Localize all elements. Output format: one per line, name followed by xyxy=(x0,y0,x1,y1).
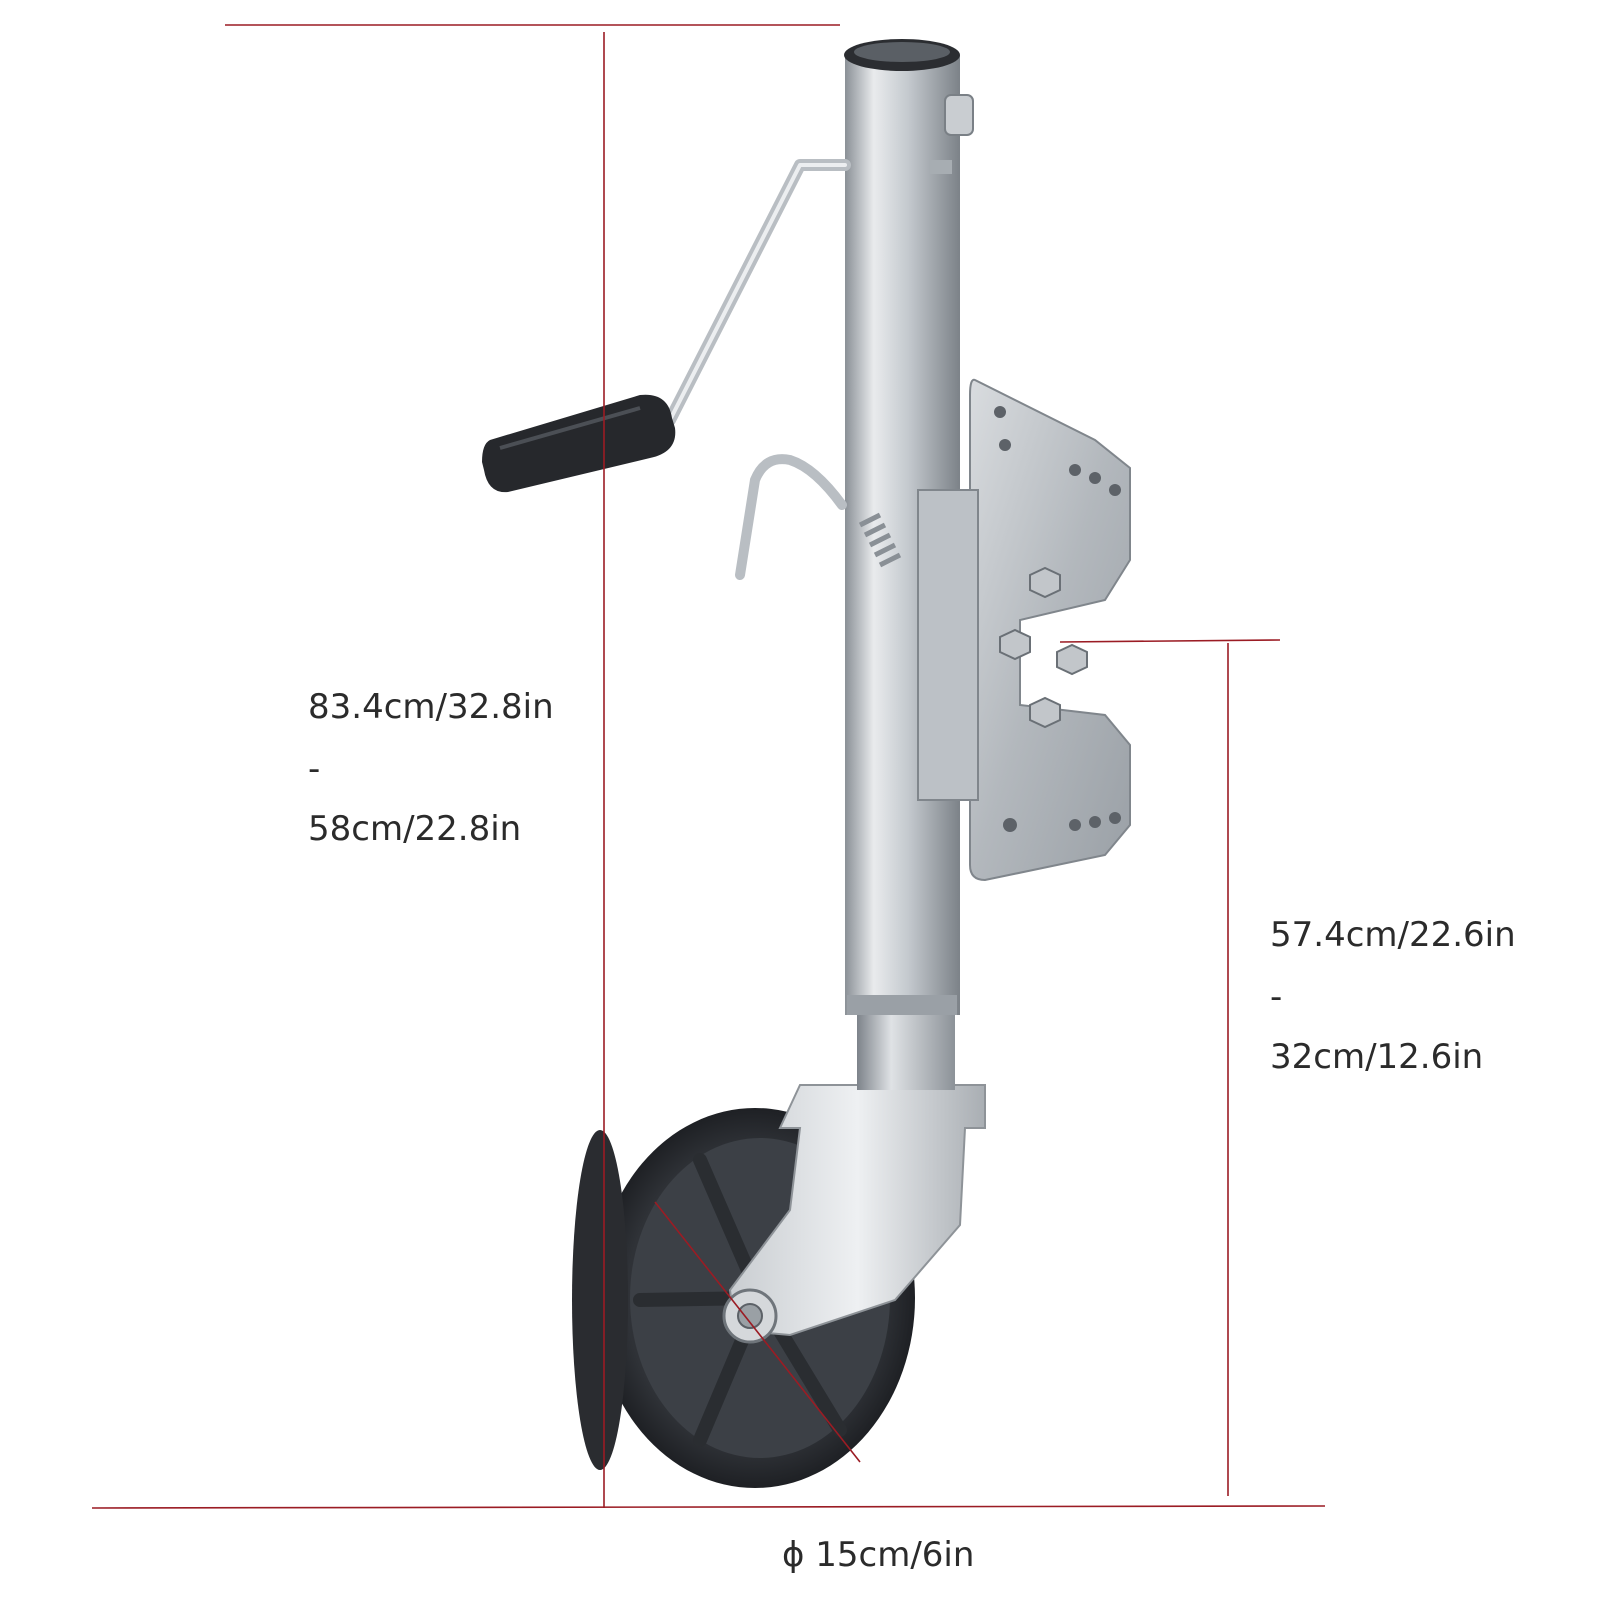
mount-reference-line xyxy=(1059,639,1281,643)
top-clamp xyxy=(930,94,974,174)
wheel-diameter-label: ϕ 15cm/6in xyxy=(782,1538,974,1572)
dimension-lines xyxy=(91,24,1326,1509)
mounting-plate xyxy=(969,378,1131,882)
total-height-separator: - xyxy=(308,749,321,789)
crank-handle xyxy=(664,159,851,426)
wheel-diameter-line xyxy=(654,1201,861,1463)
spring-pin xyxy=(735,454,902,580)
wheel-diameter-value: 15cm/6in xyxy=(815,1535,975,1575)
bolts xyxy=(999,566,1088,729)
bracket xyxy=(917,489,979,801)
total-height-min: 58cm/22.8in xyxy=(308,809,522,849)
ground-line xyxy=(91,1505,1326,1509)
mount-height-min: 32cm/12.6in xyxy=(1270,1037,1484,1077)
mount-height-max: 57.4cm/22.6in xyxy=(1270,915,1516,955)
mount-height-separator: - xyxy=(1270,977,1283,1017)
crank-grip xyxy=(482,394,676,493)
wheel-fork xyxy=(722,1084,986,1344)
total-height-max: 83.4cm/32.8in xyxy=(308,687,554,727)
diameter-symbol: ϕ xyxy=(782,1535,805,1575)
